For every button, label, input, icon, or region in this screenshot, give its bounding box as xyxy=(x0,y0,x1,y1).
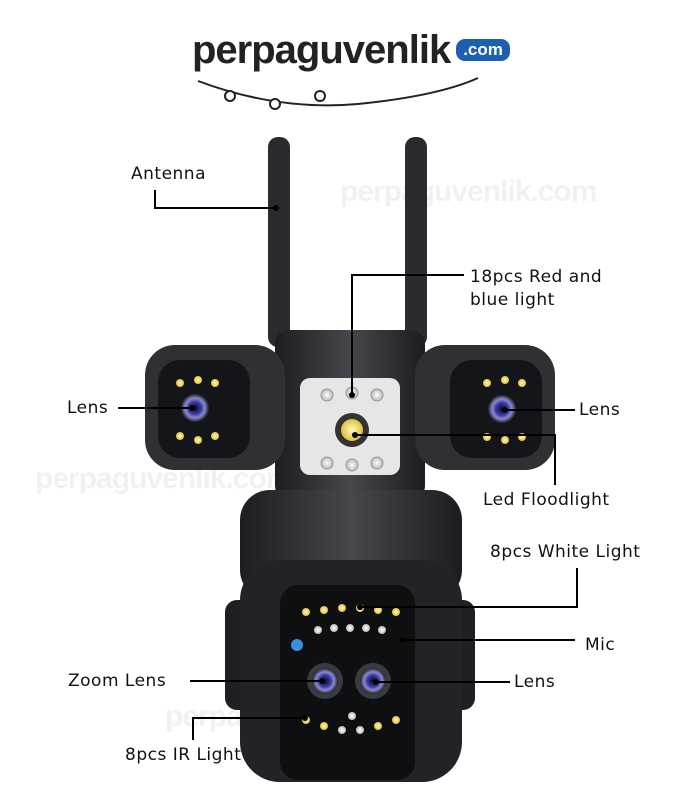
antenna-right xyxy=(405,137,427,347)
label-mic: Mic xyxy=(585,635,616,655)
antenna-left xyxy=(268,137,290,347)
label-antenna: Antenna xyxy=(131,164,206,184)
logo-arc-icon xyxy=(197,77,479,110)
logo-row: perpaguvenlik .com xyxy=(192,26,510,74)
lens-right xyxy=(488,395,516,423)
watermark: perpaguvenlik.com xyxy=(340,175,597,208)
label-red-blue-line1: 18pcs Red and xyxy=(470,267,603,287)
label-ir-light: 8pcs IR Light xyxy=(125,745,242,765)
logo-tld: .com xyxy=(456,39,510,61)
label-lens-right: Lens xyxy=(579,400,621,420)
label-white-light: 8pcs White Light xyxy=(490,542,641,562)
label-lens-bottom: Lens xyxy=(514,672,556,692)
floodlight xyxy=(341,419,363,441)
logo-name: perpaguvenlik xyxy=(192,28,451,72)
label-floodlight: Led Floodlight xyxy=(483,490,610,510)
lens-bottom xyxy=(360,668,386,694)
callout-lines xyxy=(118,190,578,740)
label-zoom-lens: Zoom Lens xyxy=(68,671,167,691)
brand-logo: perpaguvenlik .com xyxy=(188,26,548,121)
label-lens-left: Lens xyxy=(67,398,109,418)
label-red-blue-line2: blue light xyxy=(470,290,555,310)
